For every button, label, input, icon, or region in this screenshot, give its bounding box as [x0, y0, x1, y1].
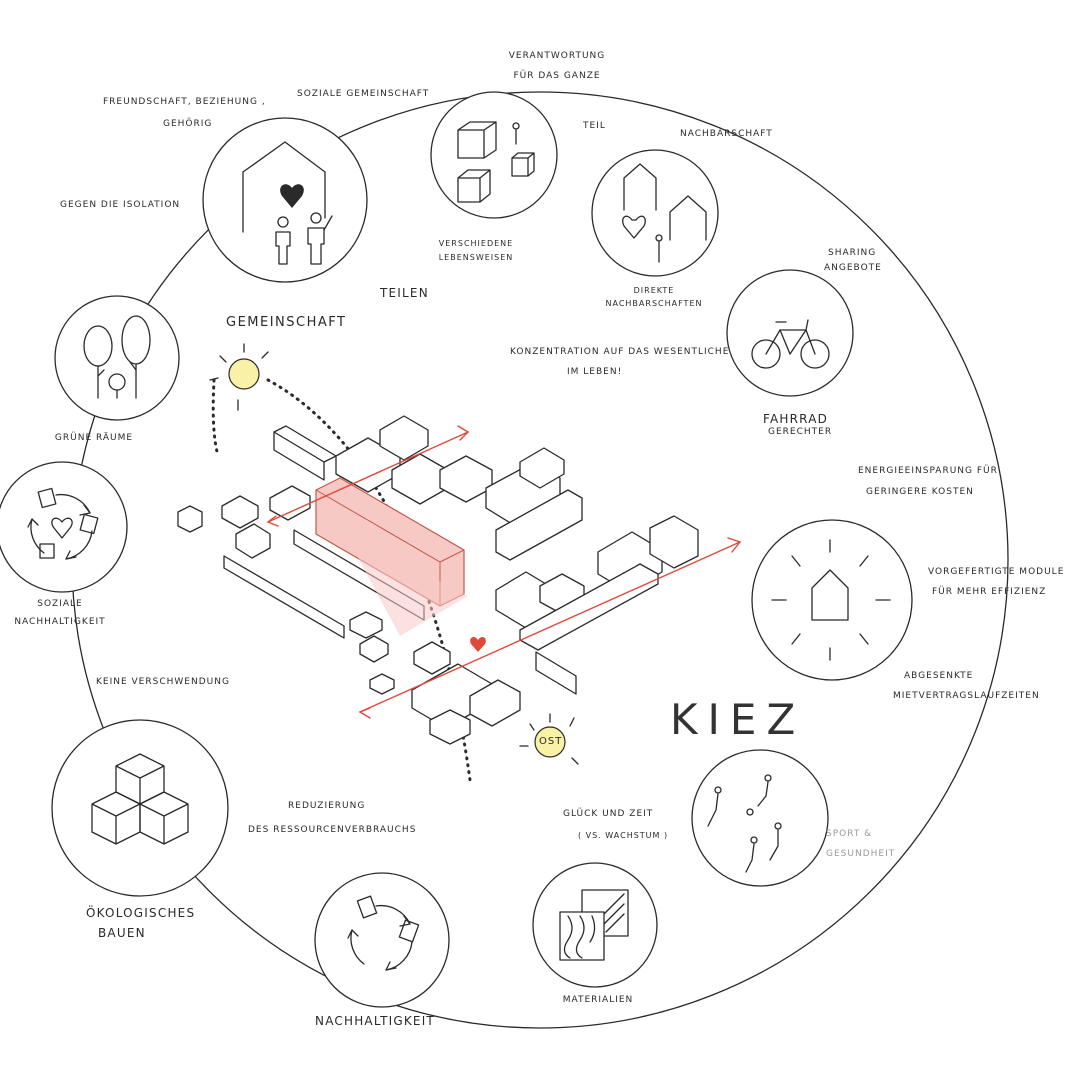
label-teilen: TEILEN [380, 286, 429, 300]
label-fuer-das-ganze: FÜR DAS GANZE [513, 71, 601, 81]
label-freundschaft: FREUNDSCHAFT, BEZIEHUNG , [103, 97, 266, 107]
house-rays-icon [751, 519, 913, 681]
recycle-icon [314, 872, 450, 1008]
label-bauen: BAUEN [98, 926, 146, 940]
label-verantwortung: VERANTWORTUNG [508, 51, 606, 61]
label-soziale-gemeinschaft: SOZIALE GEMEINSCHAFT [297, 89, 430, 99]
label-sharing: SHARING [828, 248, 877, 258]
label-vs-wachstum: ( VS. WACHSTUM ) [578, 831, 669, 840]
label-sport: SPORT & [826, 829, 873, 839]
sun-path [211, 378, 220, 458]
label-glueck-und-zeit: GLÜCK UND ZEIT [563, 809, 654, 819]
label-angebote: ANGEBOTE [824, 263, 882, 273]
label-gesundheit: GESUNDHEIT [826, 849, 896, 859]
sun-icon [519, 713, 579, 765]
label-konzentration: KONZENTRATION AUF DAS WESENTLICHE [510, 347, 730, 357]
sun-icon [209, 343, 269, 411]
label-nachbarschaft: NACHBARSCHAFT [680, 129, 773, 139]
label-gegen-isolation: GEGEN DIE ISOLATION [60, 200, 181, 210]
bicycle-icon [726, 269, 854, 397]
label-geringere-kosten: GERINGERE KOSTEN [866, 487, 974, 497]
label-gemeinschaft: GEMEINSCHAFT [226, 315, 347, 330]
label-gerechter: GERECHTER [768, 427, 833, 437]
label-keine-verschwendung: KEINE VERSCHWENDUNG [96, 677, 230, 687]
label-verschiedene: VERSCHIEDENE [438, 239, 514, 248]
label-vorgefertigte: VORGEFERTIGTE MODULE [928, 567, 1065, 577]
label-im-leben: IM LEBEN! [567, 367, 623, 377]
label-mehr-effizienz: FÜR MEHR EFFIZIENZ [932, 587, 1047, 597]
sport-figures-icon [691, 749, 829, 887]
label-soziale-nachhaltigkeit: NACHHALTIGKEIT [14, 617, 106, 627]
label-ressourcenverbrauch: DES RESSOURCENVERBRAUCHS [248, 825, 417, 835]
label-abgesenkte: ABGESENKTE [904, 671, 974, 681]
red-arrows [266, 425, 742, 719]
label-kiez: KIEZ [670, 695, 806, 744]
label-direkte: DIREKTE [633, 286, 675, 295]
label-nachbarschaften: NACHBARSCHAFTEN [605, 299, 703, 308]
label-energieeinsparung: ENERGIEEINSPARUNG FÜR [858, 466, 998, 476]
stacked-cubes-icon [51, 719, 229, 897]
label-reduzierung: REDUZIERUNG [288, 801, 366, 811]
recycle-heart-icon [0, 461, 128, 593]
label-teil: TEIL [583, 121, 606, 131]
label-ost: OST [539, 736, 563, 747]
label-materialien: MATERIALIEN [562, 995, 634, 1005]
label-lebensweisen: LEBENSWEISEN [438, 253, 514, 262]
houses-heart-person-icon [591, 149, 719, 277]
trees-icon [54, 295, 180, 421]
cubes-person-icon [430, 91, 558, 219]
label-oekologisches: ÖKOLOGISCHES [86, 906, 196, 920]
label-gruene-raeume: GRÜNE RÄUME [54, 433, 134, 443]
neighborhood-model [177, 415, 699, 745]
label-nachhaltigkeit: NACHHALTIGKEIT [315, 1014, 435, 1028]
house-heart-people-icon [202, 117, 368, 283]
material-textures-icon [532, 862, 658, 988]
label-soziale: SOZIALE [37, 599, 83, 609]
label-fahrrad: FAHRRAD [763, 412, 829, 426]
label-mietvertragslaufzeiten: MIETVERTRAGSLAUFZEITEN [893, 691, 1040, 701]
label-gehoerig: GEHÖRIG [163, 119, 213, 129]
